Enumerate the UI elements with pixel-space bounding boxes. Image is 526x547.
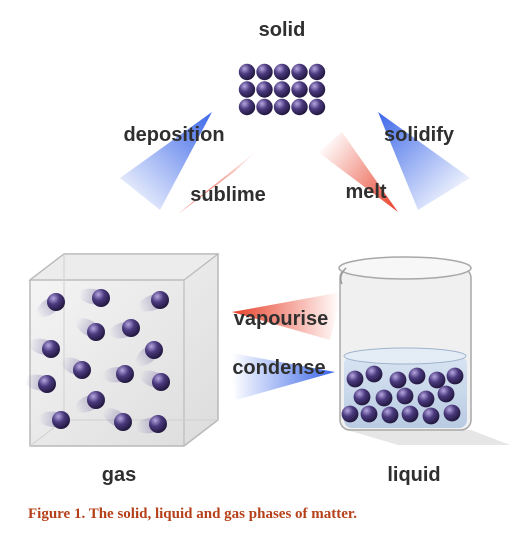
liquid-particle xyxy=(346,370,364,388)
liquid-particle xyxy=(437,385,455,403)
sublime-arrow xyxy=(178,150,258,214)
liquid-particle xyxy=(341,405,359,423)
gas-particles xyxy=(24,288,170,434)
gas-particle xyxy=(151,291,169,309)
solid-particle xyxy=(238,81,256,98)
gas-particle xyxy=(47,293,65,311)
solid-particle xyxy=(291,63,308,81)
liquid-particle xyxy=(381,406,399,424)
sublime-label: sublime xyxy=(190,184,266,206)
solid-particle xyxy=(308,81,326,98)
solid-particle-lattice xyxy=(238,63,326,116)
solid-particle xyxy=(273,98,291,116)
gas-particle xyxy=(87,391,105,409)
deposition-label: deposition xyxy=(123,124,224,146)
solid-particle xyxy=(308,63,326,81)
condense-arrow xyxy=(226,352,335,400)
solid-label: solid xyxy=(259,19,306,41)
gas-particle xyxy=(116,365,134,383)
gas-container xyxy=(28,253,220,447)
gas-particle xyxy=(73,361,91,379)
liquid-particle xyxy=(446,367,464,385)
liquid-particle xyxy=(360,405,378,423)
liquid-particle xyxy=(443,404,461,422)
liquid-particle xyxy=(389,371,407,389)
liquid-label: liquid xyxy=(387,464,440,486)
solidify-arrow xyxy=(378,112,470,210)
gas-particle xyxy=(145,341,163,359)
solid-particle xyxy=(308,98,326,116)
solid-particle xyxy=(273,81,291,98)
solid-particle xyxy=(291,81,308,98)
gas-particle xyxy=(122,319,140,337)
liquid-particle xyxy=(365,365,383,383)
gas-particle xyxy=(92,289,110,307)
liquid-particle xyxy=(396,387,414,405)
gas-particle xyxy=(52,411,70,429)
figure-caption: Figure 1. The solid, liquid and gas phas… xyxy=(28,506,357,522)
gas-particle xyxy=(152,373,170,391)
phases-diagram: solid deposition sublime solidify melt v… xyxy=(24,19,510,486)
gas-particle xyxy=(42,340,60,358)
liquid-particle xyxy=(401,405,419,423)
gas-particle xyxy=(149,415,167,433)
liquid-particle xyxy=(375,389,393,407)
liquid-particle xyxy=(353,388,371,406)
liquid-particles xyxy=(341,365,464,425)
vapourise-arrow xyxy=(232,292,342,340)
vapourise-label: vapourise xyxy=(234,308,328,330)
solid-particle xyxy=(238,63,256,81)
solid-particle xyxy=(256,63,273,81)
liquid-particle xyxy=(422,407,440,425)
liquid-particle xyxy=(417,390,435,408)
gas-particle xyxy=(87,323,105,341)
melt-arrow xyxy=(318,132,398,212)
solidify-label: solidify xyxy=(384,124,455,146)
gas-particle xyxy=(114,413,132,431)
gas-label: gas xyxy=(102,464,136,486)
solid-particle xyxy=(256,81,273,98)
condense-label: condense xyxy=(232,357,325,379)
solid-particle xyxy=(291,98,308,116)
solid-particle xyxy=(273,63,291,81)
melt-label: melt xyxy=(345,181,386,203)
liquid-particle xyxy=(408,367,426,385)
solid-particle xyxy=(238,98,256,116)
deposition-arrow xyxy=(120,112,212,210)
gas-particle xyxy=(38,375,56,393)
liquid-particle xyxy=(428,371,446,389)
solid-particle xyxy=(256,98,273,116)
